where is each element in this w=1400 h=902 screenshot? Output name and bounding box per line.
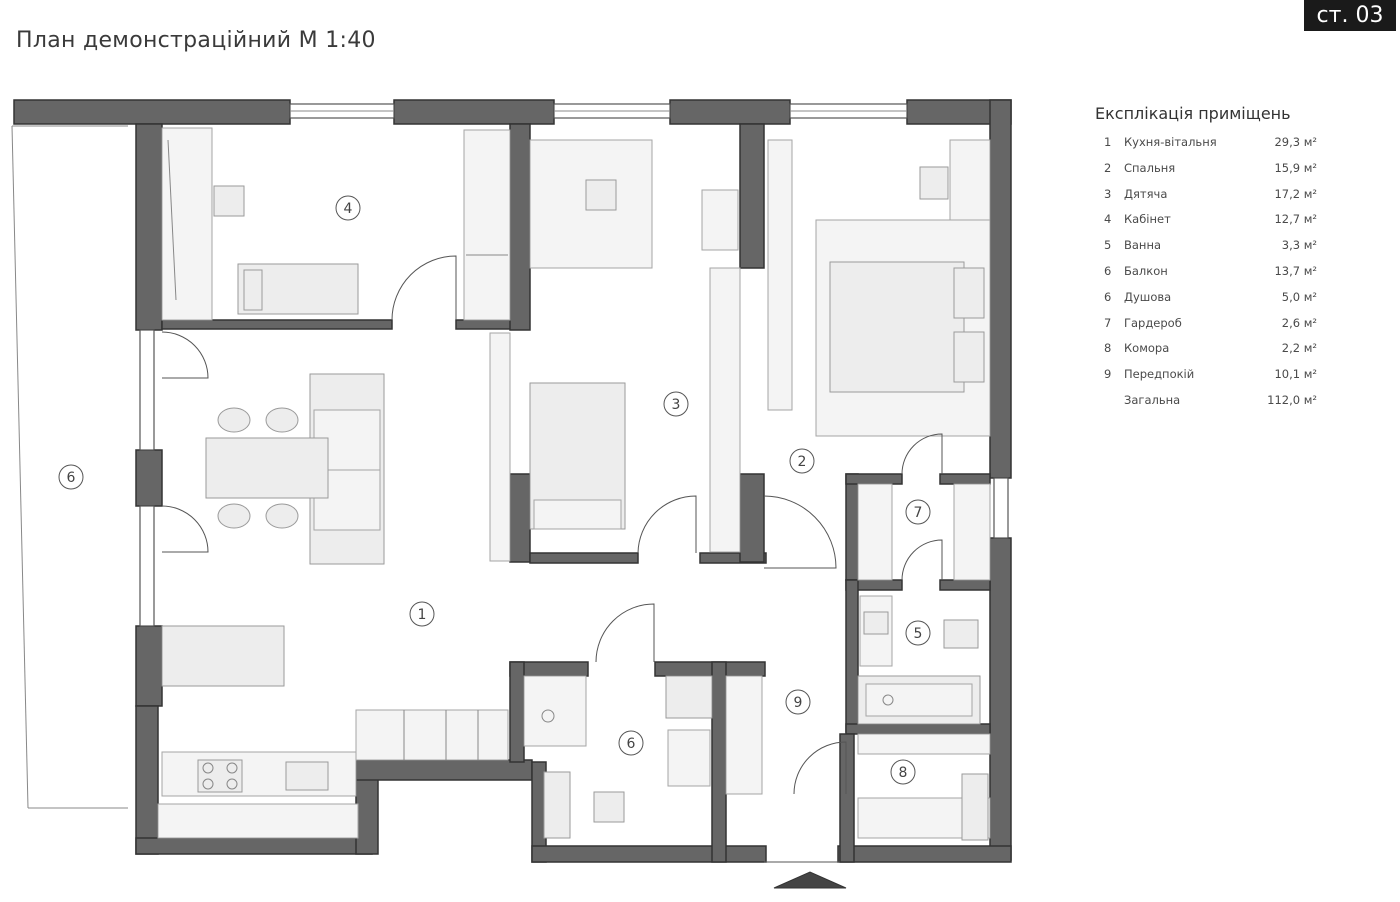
legend-rows: 1 Кухня-вітальня 29,3 м² 2 Спальня 15,9 м² 3 Дя… bbox=[1095, 133, 1325, 417]
svg-text:1: 1 bbox=[418, 607, 427, 623]
legend-row: Загальна 112,0 м² bbox=[1095, 391, 1325, 417]
legend-row-area: 10,1 м² bbox=[1274, 367, 1317, 382]
living-furniture bbox=[157, 373, 509, 839]
svg-text:5: 5 bbox=[914, 626, 923, 642]
legend-row-number: 6 bbox=[1104, 289, 1112, 304]
legend-row-name: Комора bbox=[1124, 341, 1170, 356]
svg-text:9: 9 bbox=[794, 695, 803, 711]
balcony bbox=[11, 125, 128, 809]
legend-row-area: 3,3 м² bbox=[1281, 238, 1317, 253]
legend-row-number: 5 bbox=[1104, 238, 1112, 253]
legend-row-area: 17,2 м² bbox=[1274, 186, 1317, 201]
legend-row-name: Кухня-вітальня bbox=[1124, 135, 1217, 149]
windows bbox=[139, 103, 1009, 627]
room-number-5: 5 bbox=[905, 620, 931, 646]
svg-text:3: 3 bbox=[672, 397, 681, 413]
legend-row-area: 112,0 м² bbox=[1267, 392, 1317, 407]
legend-row-number: 1 bbox=[1104, 135, 1112, 149]
doors bbox=[161, 255, 943, 889]
room-number-4: 4 bbox=[335, 195, 361, 221]
legend-row-area: 2,2 м² bbox=[1281, 341, 1317, 356]
legend-row-name: Спальня bbox=[1124, 160, 1176, 175]
page-title: План демонстраційний М 1:40 bbox=[16, 28, 376, 53]
legend-row: 7 Гардероб 2,6 м² bbox=[1095, 314, 1325, 340]
room-number-1: 1 bbox=[409, 601, 435, 627]
office-furniture bbox=[161, 127, 511, 321]
wet-rooms-furniture bbox=[523, 483, 991, 841]
legend-row-name: Передпокій bbox=[1124, 367, 1195, 382]
legend-row-name: Загальна bbox=[1124, 392, 1181, 407]
svg-text:2: 2 bbox=[798, 454, 807, 470]
legend-row-number: 4 bbox=[1104, 212, 1112, 227]
legend-row: 4 Кабінет 12,7 м² bbox=[1095, 210, 1325, 236]
legend-row-name: Дятяча bbox=[1124, 186, 1168, 201]
legend-row: 2 Спальня 15,9 м² bbox=[1095, 159, 1325, 185]
legend-row-name: Гардероб bbox=[1124, 315, 1182, 330]
legend-row-name: Кабінет bbox=[1124, 212, 1171, 227]
room-number-3: 3 bbox=[663, 391, 689, 417]
room-number-6-shower: 6 bbox=[618, 730, 644, 756]
legend-row-number: 9 bbox=[1104, 367, 1112, 382]
legend-row: 9 Передпокій 10,1 м² bbox=[1095, 365, 1325, 391]
bedroom-furniture bbox=[767, 139, 991, 437]
legend-row-area: 29,3 м² bbox=[1274, 135, 1317, 149]
svg-text:8: 8 bbox=[899, 765, 908, 781]
room-number-7: 7 bbox=[905, 499, 931, 525]
legend-row-number: 6 bbox=[1104, 263, 1112, 278]
page-number-badge: ст. 03 bbox=[1304, 0, 1396, 31]
legend-row-area: 12,7 м² bbox=[1274, 212, 1317, 227]
legend-row: 6 Балкон 13,7 м² bbox=[1095, 262, 1325, 288]
legend-row-area: 5,0 м² bbox=[1281, 289, 1317, 304]
children-furniture bbox=[489, 139, 741, 562]
room-number-2: 2 bbox=[789, 448, 815, 474]
room-legend: Експлікація приміщень 1 Кухня-вітальня 29,… bbox=[1095, 104, 1325, 417]
legend-row-number: 7 bbox=[1104, 315, 1112, 330]
legend-row: 3 Дятяча 17,2 м² bbox=[1095, 185, 1325, 211]
svg-text:6: 6 bbox=[67, 470, 76, 486]
legend-row-name: Ванна bbox=[1124, 238, 1162, 253]
legend-row: 8 Комора 2,2 м² bbox=[1095, 339, 1325, 365]
legend-row-area: 13,7 м² bbox=[1274, 263, 1317, 278]
legend-row-area: 2,6 м² bbox=[1281, 315, 1317, 330]
legend-row-number: 2 bbox=[1104, 160, 1112, 175]
legend-row-area: 15,9 м² bbox=[1274, 160, 1317, 175]
legend-row: 6 Душова 5,0 м² bbox=[1095, 288, 1325, 314]
legend-row: 1 Кухня-вітальня 29,3 м² bbox=[1095, 133, 1325, 159]
room-number-8: 8 bbox=[890, 759, 916, 785]
svg-text:6: 6 bbox=[627, 736, 636, 752]
walls bbox=[13, 99, 1012, 863]
svg-text:4: 4 bbox=[344, 201, 353, 217]
legend-row-number: 8 bbox=[1104, 341, 1112, 356]
legend-row-number: 3 bbox=[1104, 186, 1112, 201]
legend-row-name: Душова bbox=[1124, 289, 1172, 304]
room-number-9: 9 bbox=[785, 689, 811, 715]
legend-row-name: Балкон bbox=[1124, 263, 1168, 278]
room-number-6-balcony: 6 bbox=[58, 464, 84, 490]
legend-row: 5 Ванна 3,3 м² bbox=[1095, 236, 1325, 262]
svg-text:7: 7 bbox=[914, 505, 923, 521]
legend-title: Експлікація приміщень bbox=[1095, 104, 1291, 123]
